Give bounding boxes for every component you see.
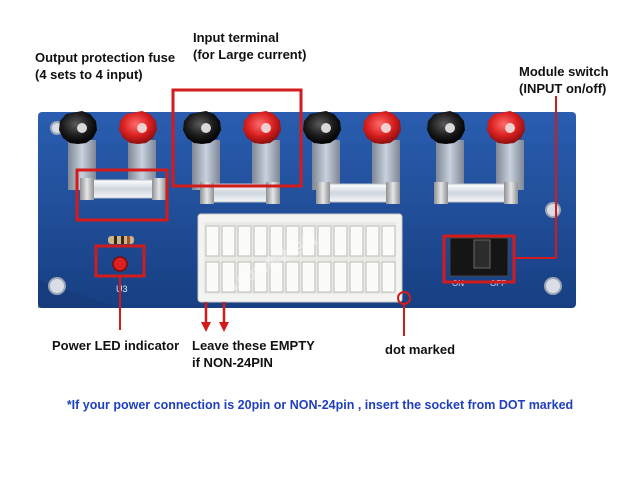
output-fuse-label: Output protection fuse (4 sets to 4 inpu…	[35, 50, 176, 82]
led-ref-text: U3	[116, 284, 128, 294]
mount-hole	[545, 202, 561, 218]
fuse-highlight	[75, 168, 169, 222]
power-led-label: Power LED indicator	[52, 338, 180, 353]
binding-post-red	[363, 111, 401, 144]
mount-hole	[48, 277, 66, 295]
arrow-icon	[201, 302, 211, 332]
terminal-stems	[68, 140, 524, 190]
binding-post-red	[243, 111, 281, 144]
fuse	[316, 182, 400, 204]
module-switch-label: Module switch (INPUT on/off)	[519, 64, 609, 96]
arrow-icon	[219, 302, 229, 332]
svg-text:100%实物拍摄: 100%实物拍摄	[425, 0, 523, 34]
fuse	[80, 178, 166, 200]
binding-post-black	[303, 111, 341, 144]
binding-post-red	[119, 111, 157, 144]
footnote-text: *If your power connection is 20pin or NO…	[66, 398, 574, 412]
dot-marked-label: dot marked	[385, 342, 456, 357]
binding-post-red	[487, 111, 525, 144]
resistor	[108, 236, 134, 244]
atx-24pin-socket	[197, 213, 403, 303]
fuse	[434, 182, 518, 204]
binding-post-black	[427, 111, 465, 144]
input-terminal-highlight	[171, 88, 303, 188]
input-terminal-label: Input terminal (for Large current)	[193, 30, 307, 62]
leave-empty-label: Leave these EMPTY if NON-24PIN	[192, 338, 315, 370]
binding-post-black	[183, 111, 221, 144]
mount-hole	[544, 277, 562, 295]
power-led	[112, 256, 128, 272]
binding-post-black	[59, 111, 97, 144]
